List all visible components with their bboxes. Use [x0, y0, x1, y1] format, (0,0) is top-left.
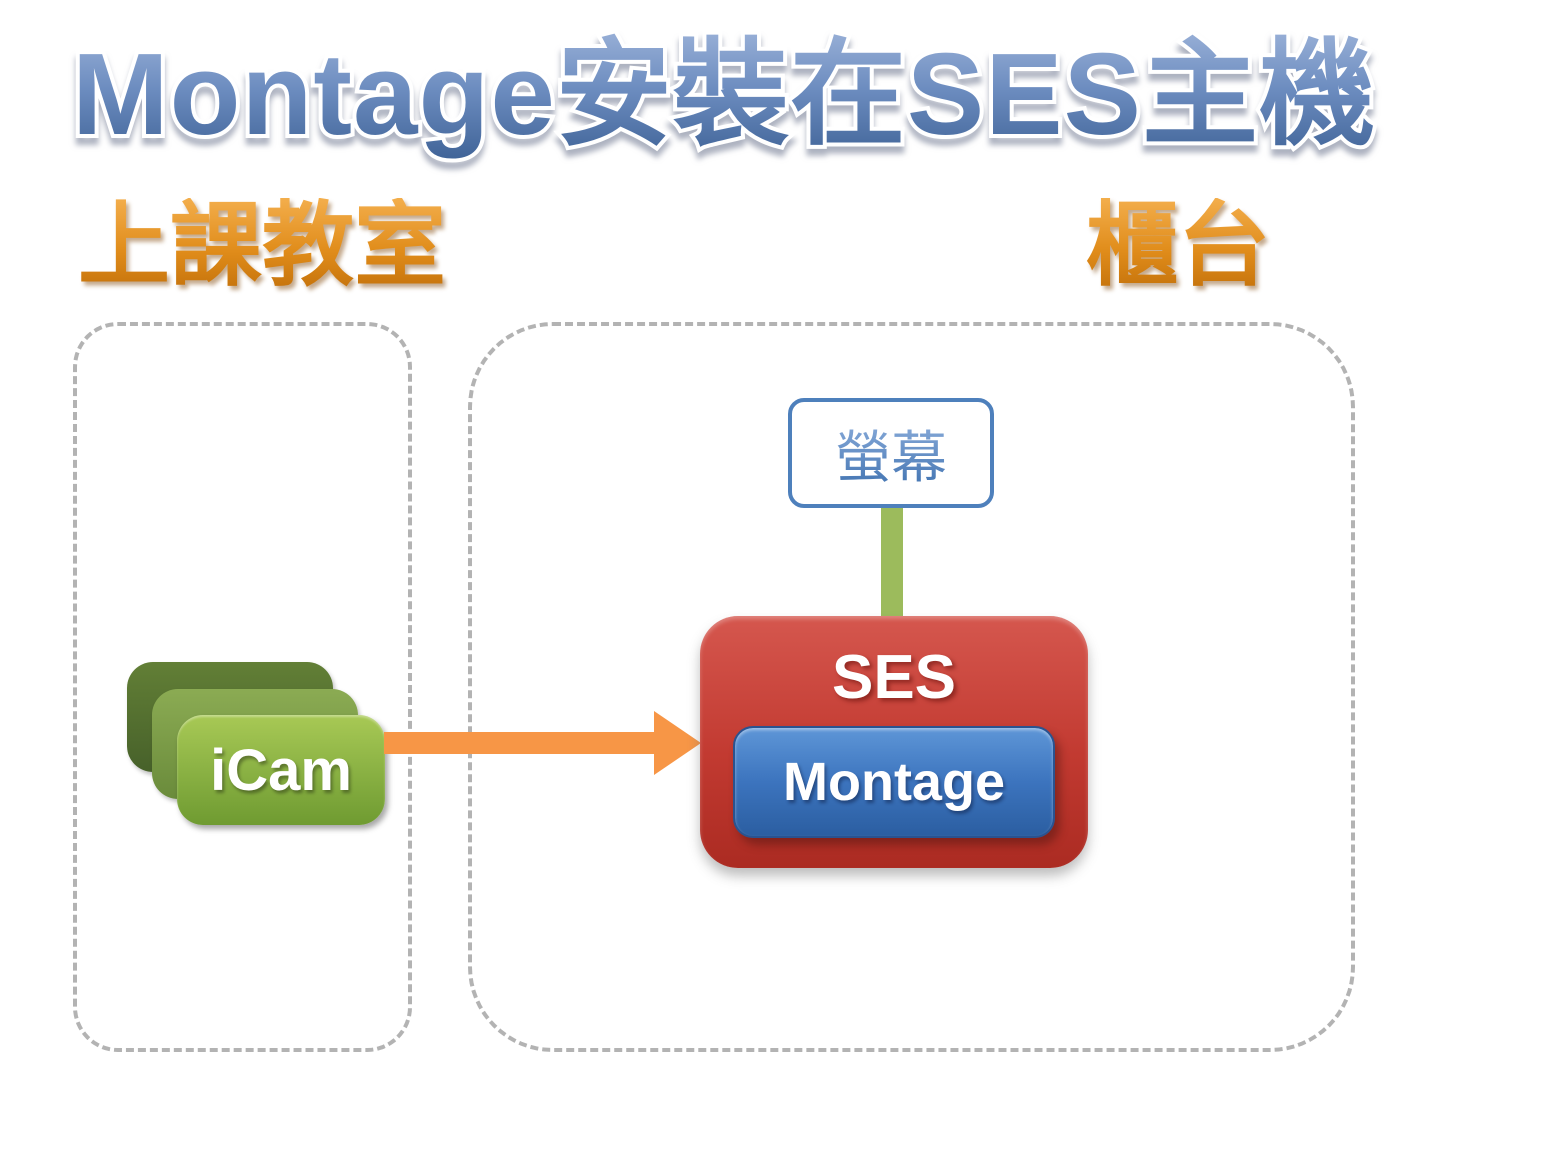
slide-title-outline: Montage安裝在SES主機 — [68, 25, 1379, 163]
screen-box: 螢幕 — [788, 398, 994, 508]
icam-label: iCam — [210, 737, 352, 803]
montage-box: Montage — [733, 726, 1055, 838]
classroom-zone — [73, 322, 412, 1052]
screen-label: 螢幕 — [835, 413, 947, 494]
flow-arrow-head — [654, 711, 701, 775]
icam-card-front: iCam — [177, 715, 385, 825]
counter-zone — [468, 322, 1355, 1052]
flow-arrow-shaft — [384, 732, 656, 754]
screen-connector — [881, 505, 903, 621]
slide-title-text: Montage安裝在SES主機 — [72, 28, 1376, 161]
counter-heading: 櫃台 — [1086, 195, 1271, 297]
classroom-heading: 上課教室 — [78, 195, 447, 297]
ses-box: SES Montage — [700, 616, 1088, 868]
ses-label: SES — [831, 643, 957, 712]
montage-label: Montage — [783, 752, 1005, 812]
